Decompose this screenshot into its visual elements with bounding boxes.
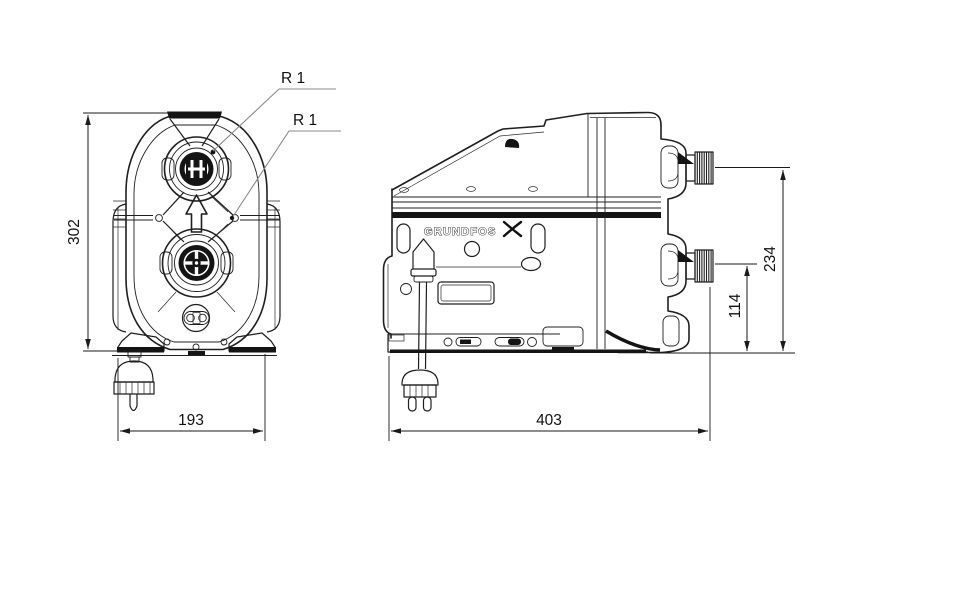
dimension-height-302: 302 (66, 112, 172, 352)
brand-logo-mark (502, 220, 523, 238)
base-feet-front (112, 332, 277, 356)
side-face-details (396, 223, 584, 352)
radius-label-bottom: R 1 (293, 112, 317, 129)
dim-length-label: 403 (536, 412, 562, 429)
pump-body-side (382, 111, 662, 349)
front-view: 302 193 R 1 R 1 (66, 70, 341, 441)
dimension-outlet-234: 234 (650, 167, 795, 354)
radius-callout-top: R 1 (212, 70, 336, 152)
dim-height-label: 302 (66, 219, 83, 245)
outlet-port-threads (678, 151, 714, 185)
radius-callout-bottom: R 1 (229, 112, 341, 221)
inlet-port-threads (678, 249, 714, 283)
brace-lattice (114, 191, 280, 313)
top-port (161, 136, 232, 202)
pump-body-front (125, 111, 268, 351)
top-cap (167, 111, 222, 119)
drain-plug (181, 303, 211, 333)
flow-arrow (185, 194, 208, 233)
motor-section (605, 124, 690, 354)
dimension-length-403: 403 (388, 287, 711, 441)
bottom-port (159, 228, 234, 298)
right-wing (266, 200, 281, 333)
side-view: GRUNDFOS (382, 111, 795, 441)
left-wing (112, 200, 127, 333)
union-fitting-bottom (183, 250, 210, 276)
dimension-width-193: 193 (117, 354, 266, 441)
radius-label-top: R 1 (281, 70, 305, 87)
brand-logo-text: GRUNDFOS (424, 226, 497, 238)
power-cord-side (401, 238, 439, 412)
dim-width-label: 193 (178, 412, 204, 429)
dimension-inlet-114: 114 (715, 263, 757, 351)
dim-outlet-label: 234 (762, 246, 779, 272)
dim-inlet-label: 114 (727, 293, 744, 318)
union-fitting-top (186, 157, 207, 181)
base-side (387, 333, 648, 353)
brand-logo: GRUNDFOS (424, 220, 523, 238)
power-plug-front (113, 350, 155, 412)
